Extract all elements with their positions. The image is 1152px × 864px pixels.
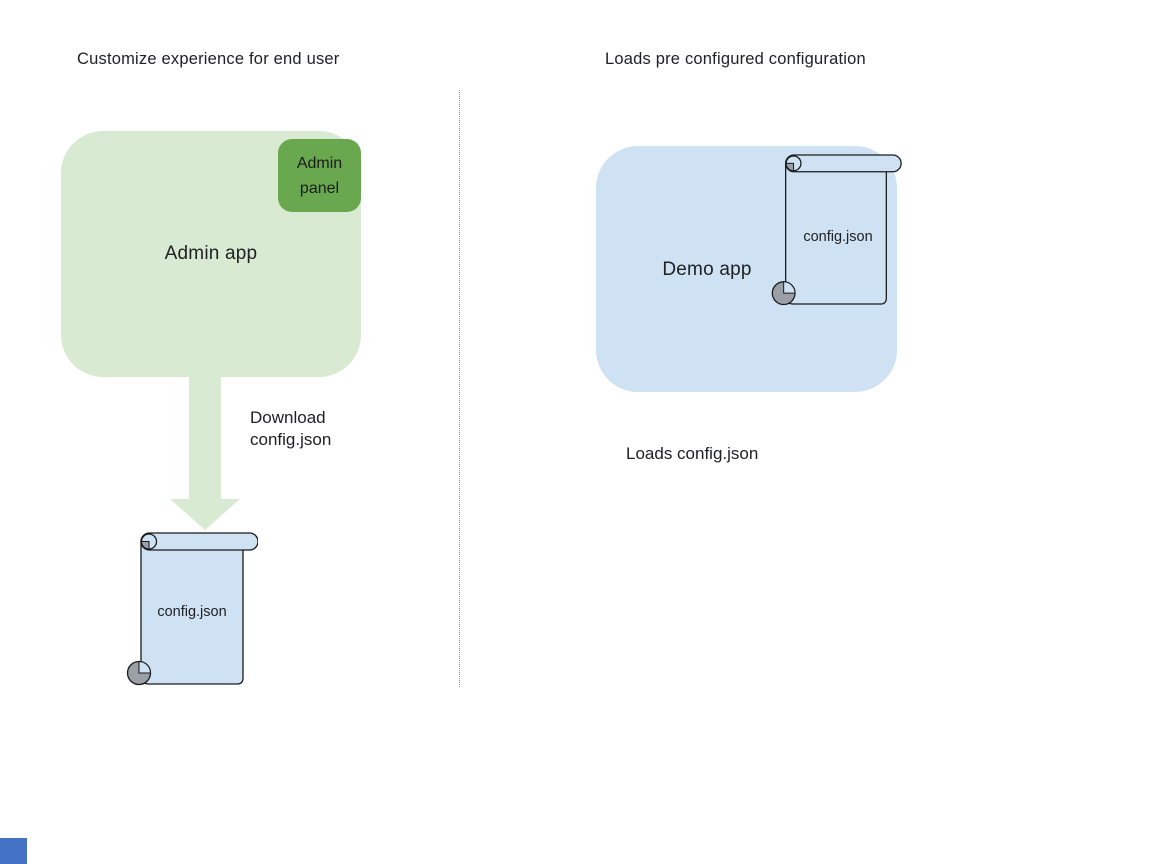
admin-app-label: Admin app (164, 243, 258, 264)
loads-config-caption: Loads config.json (626, 444, 759, 463)
config-json-scroll-icon (771, 154, 902, 306)
config-json-scroll-icon (126, 532, 258, 686)
config-json-label-left: config.json (157, 604, 227, 620)
download-arrow-icon (170, 377, 240, 530)
left-section-title: Customize experience for end user (77, 50, 340, 68)
demo-app-label: Demo app (662, 259, 752, 280)
section-divider (459, 90, 460, 687)
right-section-title: Loads pre configured configuration (605, 50, 866, 68)
corner-marker (0, 838, 27, 864)
admin-panel-box: Admin panel (278, 139, 361, 212)
config-json-label-right: config.json (803, 229, 873, 245)
download-config-label: Download config.json (250, 408, 332, 449)
admin-panel-label: Admin panel (296, 154, 343, 197)
